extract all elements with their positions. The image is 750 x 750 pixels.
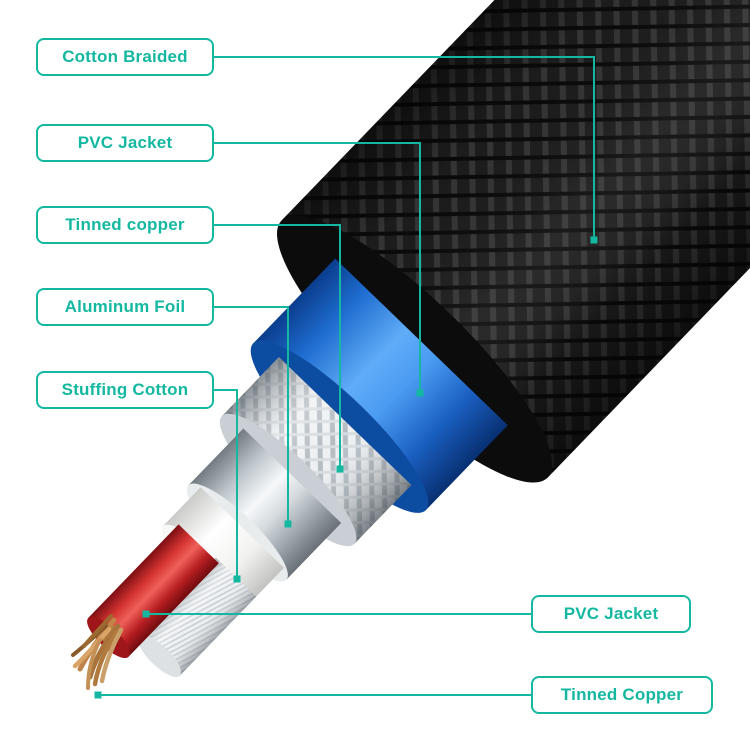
label-aluminum-foil: Aluminum Foil: [36, 288, 214, 326]
leader-aluminum-foil: [214, 306, 289, 521]
tinned-copper-strands: [71, 614, 124, 690]
leader-tinned-copper: [214, 224, 341, 466]
label-tinned-copper-shield: Tinned copper: [36, 206, 214, 244]
label-tinned-copper-core: Tinned Copper: [531, 676, 713, 714]
inner-wire-shielded: [138, 557, 257, 677]
label-pvc-jacket-outer: PVC Jacket: [36, 124, 214, 162]
leader-dots: [94, 236, 598, 699]
dot-stuffing-cotton: [233, 575, 241, 583]
dot-pvc-jacket-inner: [142, 610, 150, 618]
dot-aluminum-foil: [284, 520, 292, 528]
leader-cotton-braided: [214, 56, 595, 237]
dot-cotton-braided: [590, 236, 598, 244]
leader-lines: [101, 56, 595, 696]
leader-stuffing-cotton: [214, 389, 238, 576]
inner-wire-shielded-tip: [138, 635, 181, 677]
dot-tinned-copper: [336, 465, 344, 473]
label-pvc-jacket-inner: PVC Jacket: [531, 595, 691, 633]
leader-pvc-jacket-outer: [214, 142, 421, 390]
dot-tinned-copper-core: [94, 691, 102, 699]
dot-pvc-jacket-outer: [416, 389, 424, 397]
label-stuffing-cotton: Stuffing Cotton: [36, 371, 214, 409]
label-cotton-braided: Cotton Braided: [36, 38, 214, 76]
